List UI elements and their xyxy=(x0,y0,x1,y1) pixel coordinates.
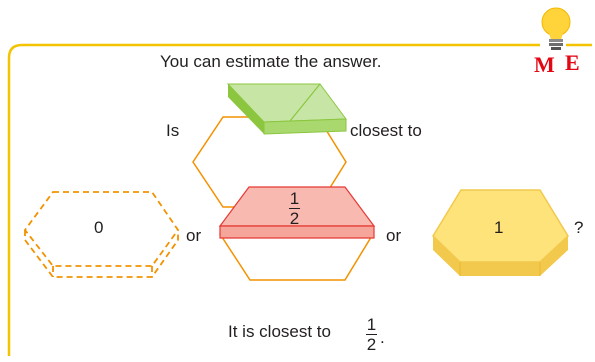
fraction-bar xyxy=(289,208,300,210)
answer-fraction-bar xyxy=(366,334,377,336)
badge-letter-e: E xyxy=(565,50,580,75)
answer-numerator: 1 xyxy=(366,315,377,334)
empty-hexagon-dashed xyxy=(23,191,180,278)
yellow-hexagon-block xyxy=(432,189,569,276)
option-half-numerator: 1 xyxy=(289,189,300,208)
tip-text: You can estimate the answer. xyxy=(160,52,382,71)
lightbulb-icon xyxy=(541,7,571,50)
red-trapezoid-block xyxy=(218,186,376,239)
question-mark: ? xyxy=(574,218,584,237)
answer-fraction: 1 2 xyxy=(366,316,377,353)
option-one-label: 1 xyxy=(494,218,504,237)
option-zero-label: 0 xyxy=(94,218,104,237)
or-connector-2: or xyxy=(386,226,402,245)
answer-denominator: 2 xyxy=(366,335,377,355)
answer-period: . xyxy=(380,328,385,347)
green-trapezoid-block xyxy=(226,83,347,135)
is-label: Is xyxy=(166,121,180,140)
or-connector-1: or xyxy=(186,226,202,245)
answer-prefix: It is closest to xyxy=(228,322,331,341)
option-half-fraction: 1 2 xyxy=(289,190,300,227)
frame-border xyxy=(7,43,540,356)
option-half-denominator: 2 xyxy=(289,209,300,229)
badge-letter-m: M xyxy=(534,52,555,77)
closest-to-label: closest to xyxy=(350,121,422,140)
